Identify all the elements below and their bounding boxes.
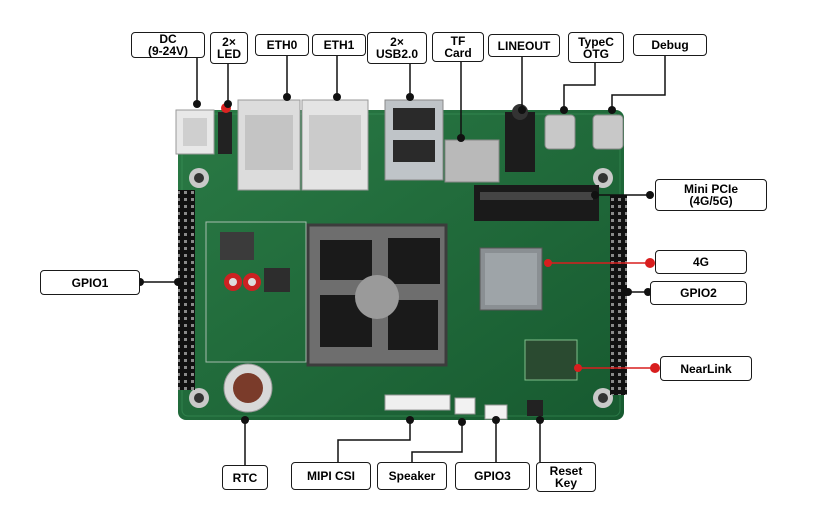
gpio1-header <box>178 190 195 390</box>
tf-slot <box>444 139 500 183</box>
label-eth0: ETH0 <box>255 34 309 56</box>
label-speaker: Speaker <box>377 462 447 490</box>
typec-port <box>544 114 576 150</box>
label-gpio2: GPIO2 <box>650 281 747 305</box>
debug-port <box>592 114 624 150</box>
label-tf: TF Card <box>432 32 484 62</box>
mounting-holes <box>189 168 613 408</box>
label-gpio1: GPIO1 <box>40 270 140 295</box>
leader-lines <box>140 56 666 465</box>
label-gpio3: GPIO3 <box>455 462 530 490</box>
gpio2-header <box>610 195 627 395</box>
label-led: 2× LED <box>210 32 248 64</box>
label-lineout: LINEOUT <box>488 34 560 57</box>
label-typec: TypeC OTG <box>568 32 624 63</box>
minipcie-slot <box>474 185 599 221</box>
label-nearlink: NearLink <box>660 356 752 381</box>
speaker-connector <box>454 397 476 415</box>
red-leader-lines <box>548 262 655 369</box>
led-block <box>218 112 232 154</box>
label-minipcie: Mini PCIe (4G/5G) <box>655 179 767 211</box>
label-reset: Reset Key <box>536 462 596 492</box>
mipi-connector <box>384 394 451 411</box>
label-dc: DC (9-24V) <box>131 32 205 58</box>
audio-jack <box>505 112 535 172</box>
label-rtc: RTC <box>222 465 268 490</box>
label-usb: 2× USB2.0 <box>367 32 427 64</box>
reset-button <box>527 400 543 416</box>
label-eth1: ETH1 <box>312 34 366 56</box>
label-4g: 4G <box>655 250 747 274</box>
nearlink-module <box>524 339 578 381</box>
label-debug: Debug <box>633 34 707 56</box>
label-mipi: MIPI CSI <box>291 462 371 490</box>
